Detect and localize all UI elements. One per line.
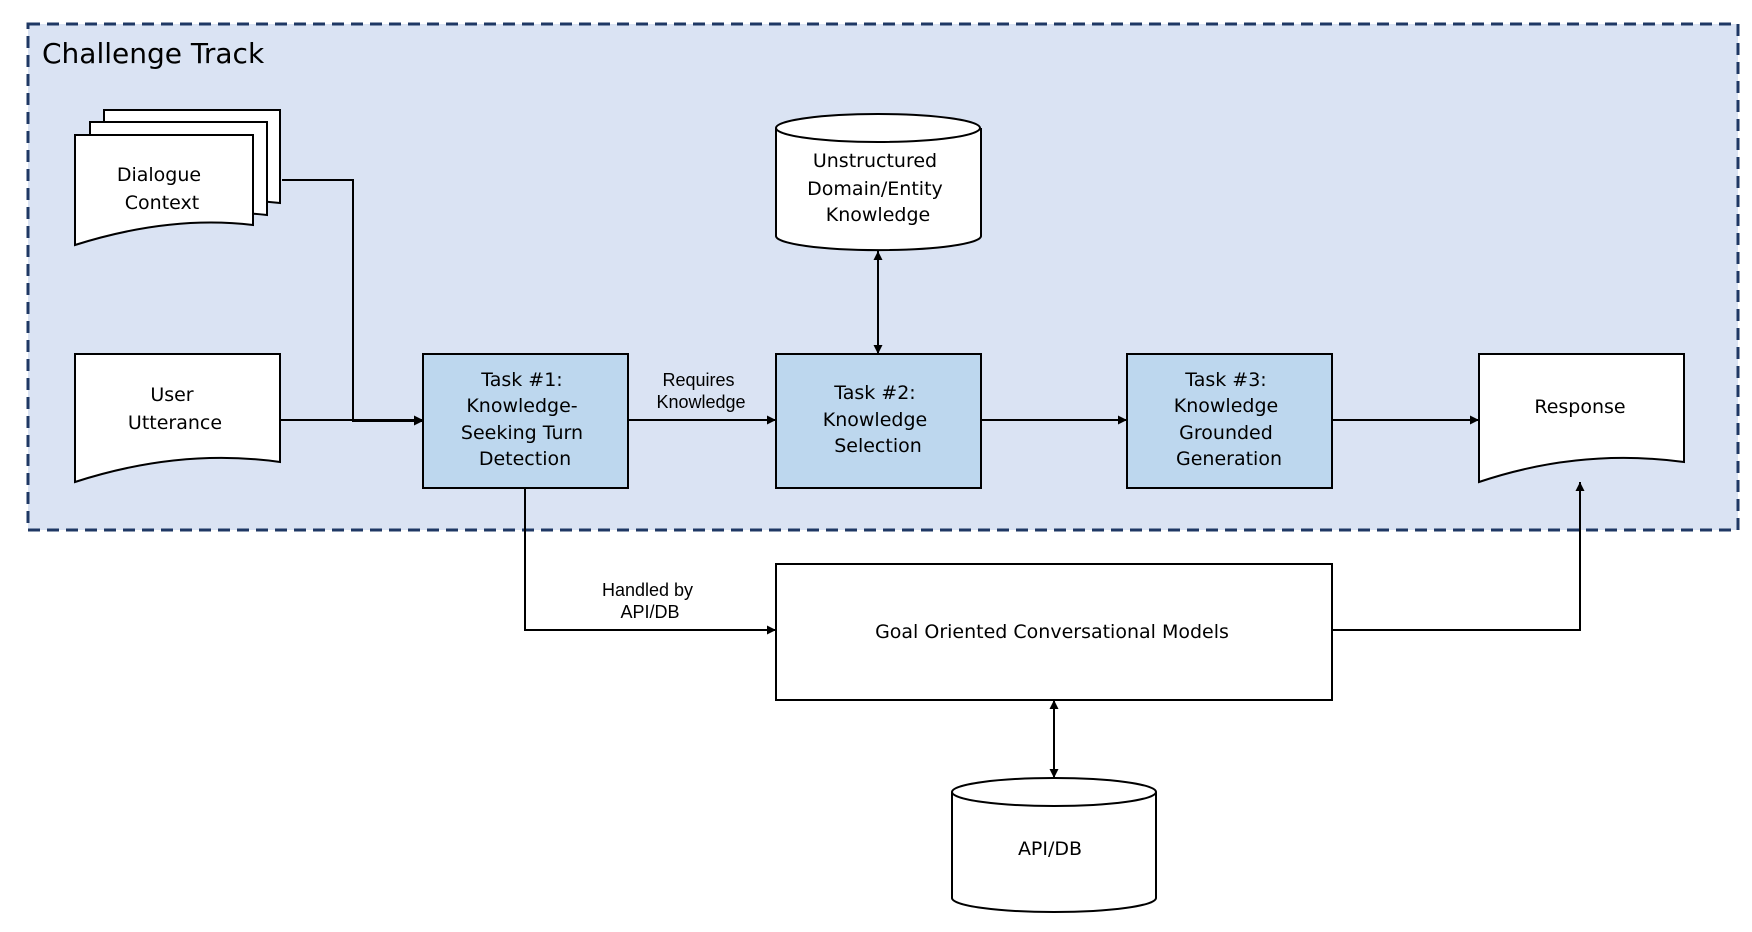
dialogue-context-node: Dialogue Context [74, 109, 281, 247]
unstructured-knowledge-database: Unstructured Domain/Entity Knowledge [775, 113, 982, 252]
task3-label-line3: Grounded [1179, 422, 1273, 444]
handled-by-api-label-line2: API/DB [620, 602, 679, 622]
api-db-label: API/DB [1018, 838, 1082, 860]
task1-label-line2: Knowledge- [466, 395, 577, 417]
requires-knowledge-label-line2: Knowledge [656, 392, 745, 412]
handled-by-api-label-line1: Handled by [602, 580, 693, 600]
task3-label-line2: Knowledge [1174, 395, 1278, 417]
user-utterance-label-line2: Utterance [128, 412, 222, 434]
task2-node: Task #2: Knowledge Selection [775, 353, 982, 489]
challenge-track-title: Challenge Track [42, 37, 265, 70]
task1-label-line3: Seeking Turn [461, 422, 583, 444]
task1-label-line1: Task #1: [480, 369, 562, 391]
unstructured-knowledge-label-line1: Unstructured [813, 150, 937, 172]
user-utterance-label-line1: User [150, 384, 193, 406]
requires-knowledge-label-line1: Requires [662, 370, 734, 390]
svg-text:Requires Knowledge: Requires Knowledge [656, 370, 745, 412]
task3-label-line4: Generation [1176, 448, 1282, 470]
task2-label-line2: Knowledge [823, 409, 927, 431]
task2-label-line1: Task #2: [833, 382, 915, 404]
svg-text:Unstructured Domain/Enti: Unstructured Domain/Entity Knowledge [807, 150, 949, 226]
edge-task1-to-goal-models [524, 488, 776, 635]
svg-text:Dialogue Context: Dialogue Context [117, 164, 207, 214]
edge-goal-models-to-response [1332, 482, 1585, 631]
unstructured-knowledge-label-line2: Domain/Entity [807, 178, 943, 200]
dialogue-context-label-line1: Dialogue [117, 164, 201, 186]
svg-text:User Utterance: User Utterance [128, 384, 222, 434]
edges [280, 179, 1585, 778]
goal-oriented-models-node: Goal Oriented Conversational Models [775, 563, 1333, 701]
task1-label-line4: Detection [479, 448, 571, 470]
svg-text:Task #2: Knowledge: Task #2: Knowledge Selection [823, 382, 934, 457]
task1-node: Task #1: Knowledge- Seeking Turn Detecti… [422, 353, 629, 489]
response-node: Response [1478, 353, 1685, 484]
response-label: Response [1534, 396, 1625, 418]
task3-node: Task #3: Knowledge Grounded Generation [1126, 353, 1333, 489]
svg-text:Task #3: Knowledge: Task #3: Knowledge Grounded Generation [1174, 369, 1285, 470]
dialogue-context-label-line2: Context [125, 192, 199, 214]
api-db-database: API/DB [951, 777, 1157, 913]
svg-text:Handled by API/DB: Handled by API/DB [602, 580, 698, 622]
unstructured-knowledge-label-line3: Knowledge [826, 204, 930, 226]
svg-text:Task #1: Knowledge-: Task #1: Knowledge- Seeking Turn Detecti… [461, 369, 589, 470]
task2-label-line3: Selection [834, 435, 922, 457]
user-utterance-node: User Utterance [74, 353, 281, 484]
task3-label-line1: Task #3: [1184, 369, 1266, 391]
goal-oriented-models-label: Goal Oriented Conversational Models [875, 621, 1229, 643]
